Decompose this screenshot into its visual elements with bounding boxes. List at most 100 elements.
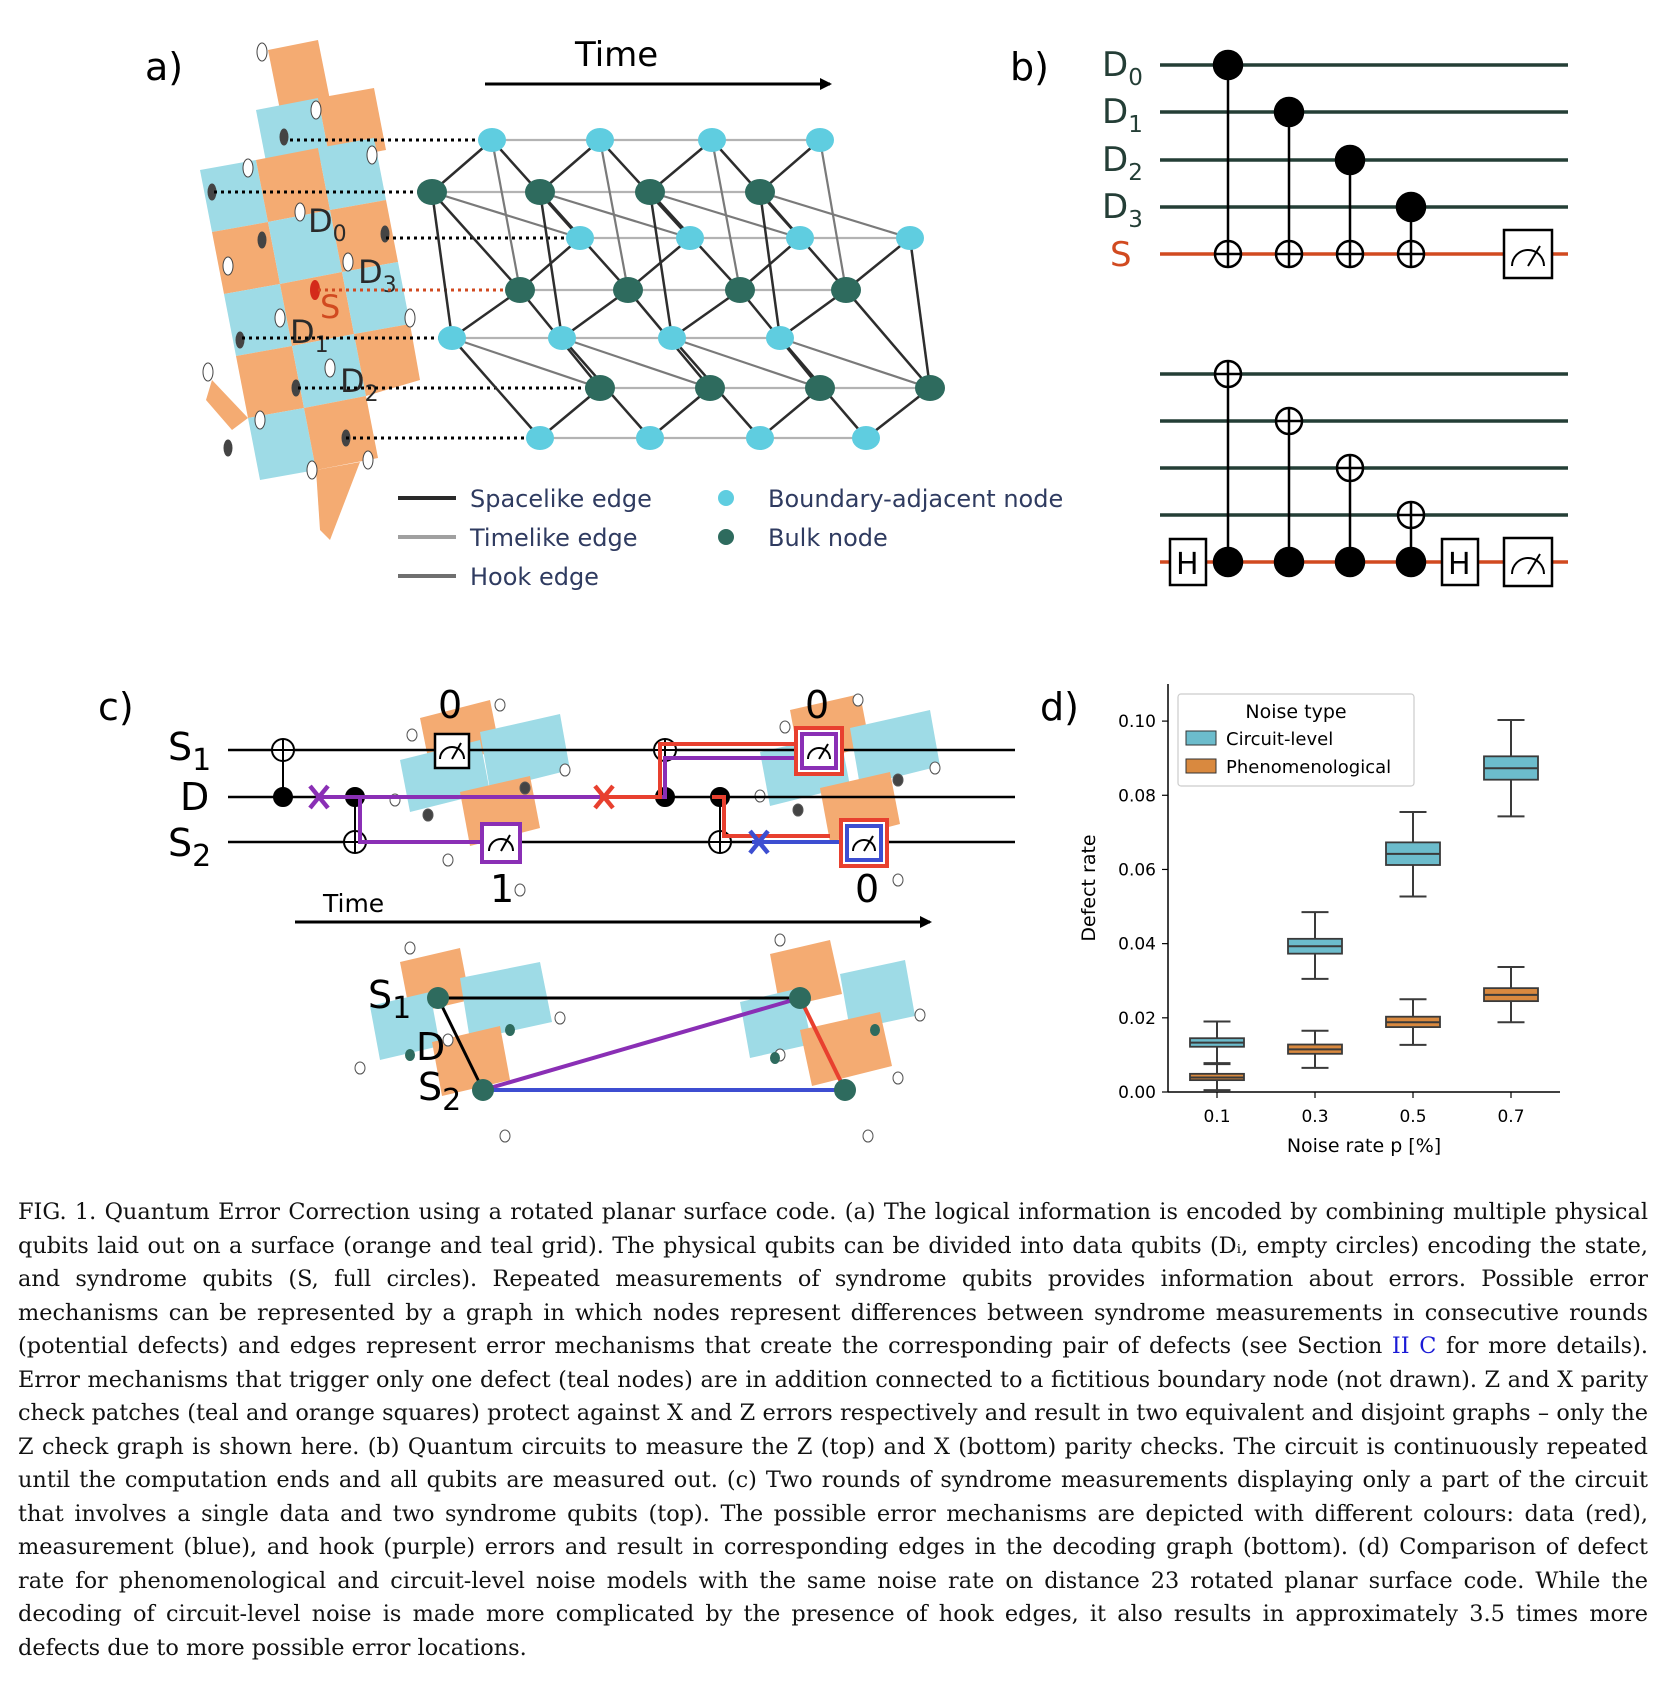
- measure-gate-hook: [480, 822, 522, 864]
- error-paths: [320, 742, 840, 844]
- boundary-adjacent-node: [746, 426, 774, 450]
- boundary-adjacent-node: [896, 226, 924, 250]
- bulk-node: [745, 179, 775, 205]
- measure-gate: [433, 732, 471, 770]
- label-d0: D0: [308, 202, 347, 247]
- plaquette-orange: [268, 40, 330, 110]
- y-tick-label: 0.04: [1118, 935, 1156, 955]
- wire-label-d1: D1: [1102, 92, 1143, 138]
- data-qubit: [254, 410, 266, 430]
- data-qubit: [256, 42, 268, 62]
- x-axis-label: Noise rate p [%]: [1287, 1135, 1441, 1157]
- legend-label-boundary-node: Boundary-adjacent node: [768, 485, 1063, 513]
- box-phenomenological-0.3: [1287, 1029, 1343, 1069]
- data-qubit: [306, 460, 318, 480]
- box-phenomenological-0.1: [1189, 1062, 1245, 1092]
- boundary-adjacent-node: [566, 226, 594, 250]
- panel-b-label: b): [1010, 45, 1049, 89]
- boundary-adjacent-node: [636, 426, 664, 450]
- syndrome-qubit: [257, 231, 267, 249]
- box-circuit-level-0.7: [1483, 718, 1539, 818]
- legend-swatch-circuit-level: [1185, 730, 1217, 746]
- bulk-node: [585, 375, 615, 401]
- boundary-adjacent-node: [786, 226, 814, 250]
- panel-c-time-label: Time: [322, 889, 384, 918]
- plaquette-orange: [316, 462, 360, 540]
- x-check-circuit: H H: [1160, 359, 1568, 588]
- legend-label-circuit-level: Circuit-level: [1226, 729, 1333, 750]
- outcome-label: 1: [490, 867, 514, 911]
- data-qubit: [222, 256, 234, 276]
- x-tick-label: 0.1: [1203, 1107, 1230, 1127]
- plaquette-teal: [342, 262, 410, 334]
- boundary-adjacent-node: [658, 326, 686, 350]
- data-qubit: [274, 308, 286, 328]
- box-phenomenological-0.7: [1483, 966, 1539, 1024]
- y-axis-label: Defect rate: [1078, 834, 1100, 941]
- graph-edge-d: [436, 997, 485, 1091]
- legend-label-spacelike: Spacelike edge: [470, 485, 652, 513]
- syndrome-qubit: [235, 331, 245, 349]
- bulk-node: [613, 277, 643, 303]
- graph-edge-data: [798, 997, 847, 1091]
- syndrome-qubit: [380, 225, 390, 243]
- error-markers: [308, 784, 770, 855]
- legend-label-phenomenological: Phenomenological: [1226, 757, 1391, 778]
- bulk-node: [635, 179, 665, 205]
- box-circuit-level-0.1: [1189, 1020, 1245, 1066]
- label-d3: D3: [358, 253, 397, 298]
- data-error-marker: [593, 784, 615, 810]
- data-error-path: [712, 795, 830, 838]
- data-qubit: [342, 252, 354, 272]
- plaquette-orange: [236, 346, 304, 418]
- bulk-node: [695, 375, 725, 401]
- wire-label-s1: S1: [168, 725, 211, 778]
- measure-gate-data-hook: [794, 726, 844, 776]
- bulk-node: [831, 277, 861, 303]
- graph-node: [472, 1079, 494, 1101]
- panel-c-measurements: [433, 726, 889, 868]
- measurement-error-marker: [748, 829, 770, 855]
- panel-a-legend: Spacelike edge Timelike edge Hook edge B…: [398, 485, 1063, 591]
- caption-text: FIG. 1. Quantum Error Correction using a…: [18, 1199, 1648, 1359]
- label-s: S: [320, 288, 340, 326]
- y-ticks: 0.000.020.040.060.080.10: [1118, 712, 1168, 1103]
- graph-node: [789, 987, 811, 1009]
- data-error-path: [600, 742, 805, 799]
- boundary-adjacent-node: [852, 426, 880, 450]
- svg-text:H: H: [1176, 547, 1199, 582]
- hook-error-path: [320, 795, 485, 844]
- syndrome-qubit-s: [310, 280, 320, 300]
- bulk-node: [915, 375, 945, 401]
- graph-label-s1: S1: [368, 973, 411, 1026]
- panel-b: b) D0 D1 D2 D3 S: [1010, 45, 1568, 588]
- graph-edge-hook: [482, 996, 801, 1092]
- hook-error-path: [360, 756, 800, 799]
- box-phenomenological-0.5: [1385, 998, 1441, 1046]
- section-reference-link[interactable]: II C: [1391, 1333, 1437, 1359]
- data-qubit: [202, 362, 214, 382]
- bulk-node: [505, 277, 535, 303]
- outcome-label: 0: [805, 683, 829, 727]
- legend-label-hook: Hook edge: [470, 563, 599, 591]
- data-qubit: [294, 202, 306, 222]
- wire-label-d: D: [180, 775, 209, 819]
- hook-error-marker: [308, 784, 330, 810]
- boundary-adjacent-node: [676, 226, 704, 250]
- panel-a-time-label: Time: [574, 35, 658, 75]
- hadamard-gate: H: [1440, 537, 1480, 587]
- syndrome-qubit: [279, 128, 289, 146]
- bulk-node: [525, 179, 555, 205]
- wire-label-d3: D3: [1102, 187, 1143, 233]
- data-qubit: [310, 100, 322, 120]
- cnot-gates: [1212, 359, 1427, 578]
- legend-swatch-bulk-node: [718, 529, 734, 545]
- decoding-graph-c: S1 D S2: [354, 933, 926, 1143]
- wire-label-d0: D0: [1102, 45, 1143, 91]
- boundary-adjacent-node: [548, 326, 576, 350]
- graph-node: [427, 987, 449, 1009]
- data-qubit: [242, 158, 254, 178]
